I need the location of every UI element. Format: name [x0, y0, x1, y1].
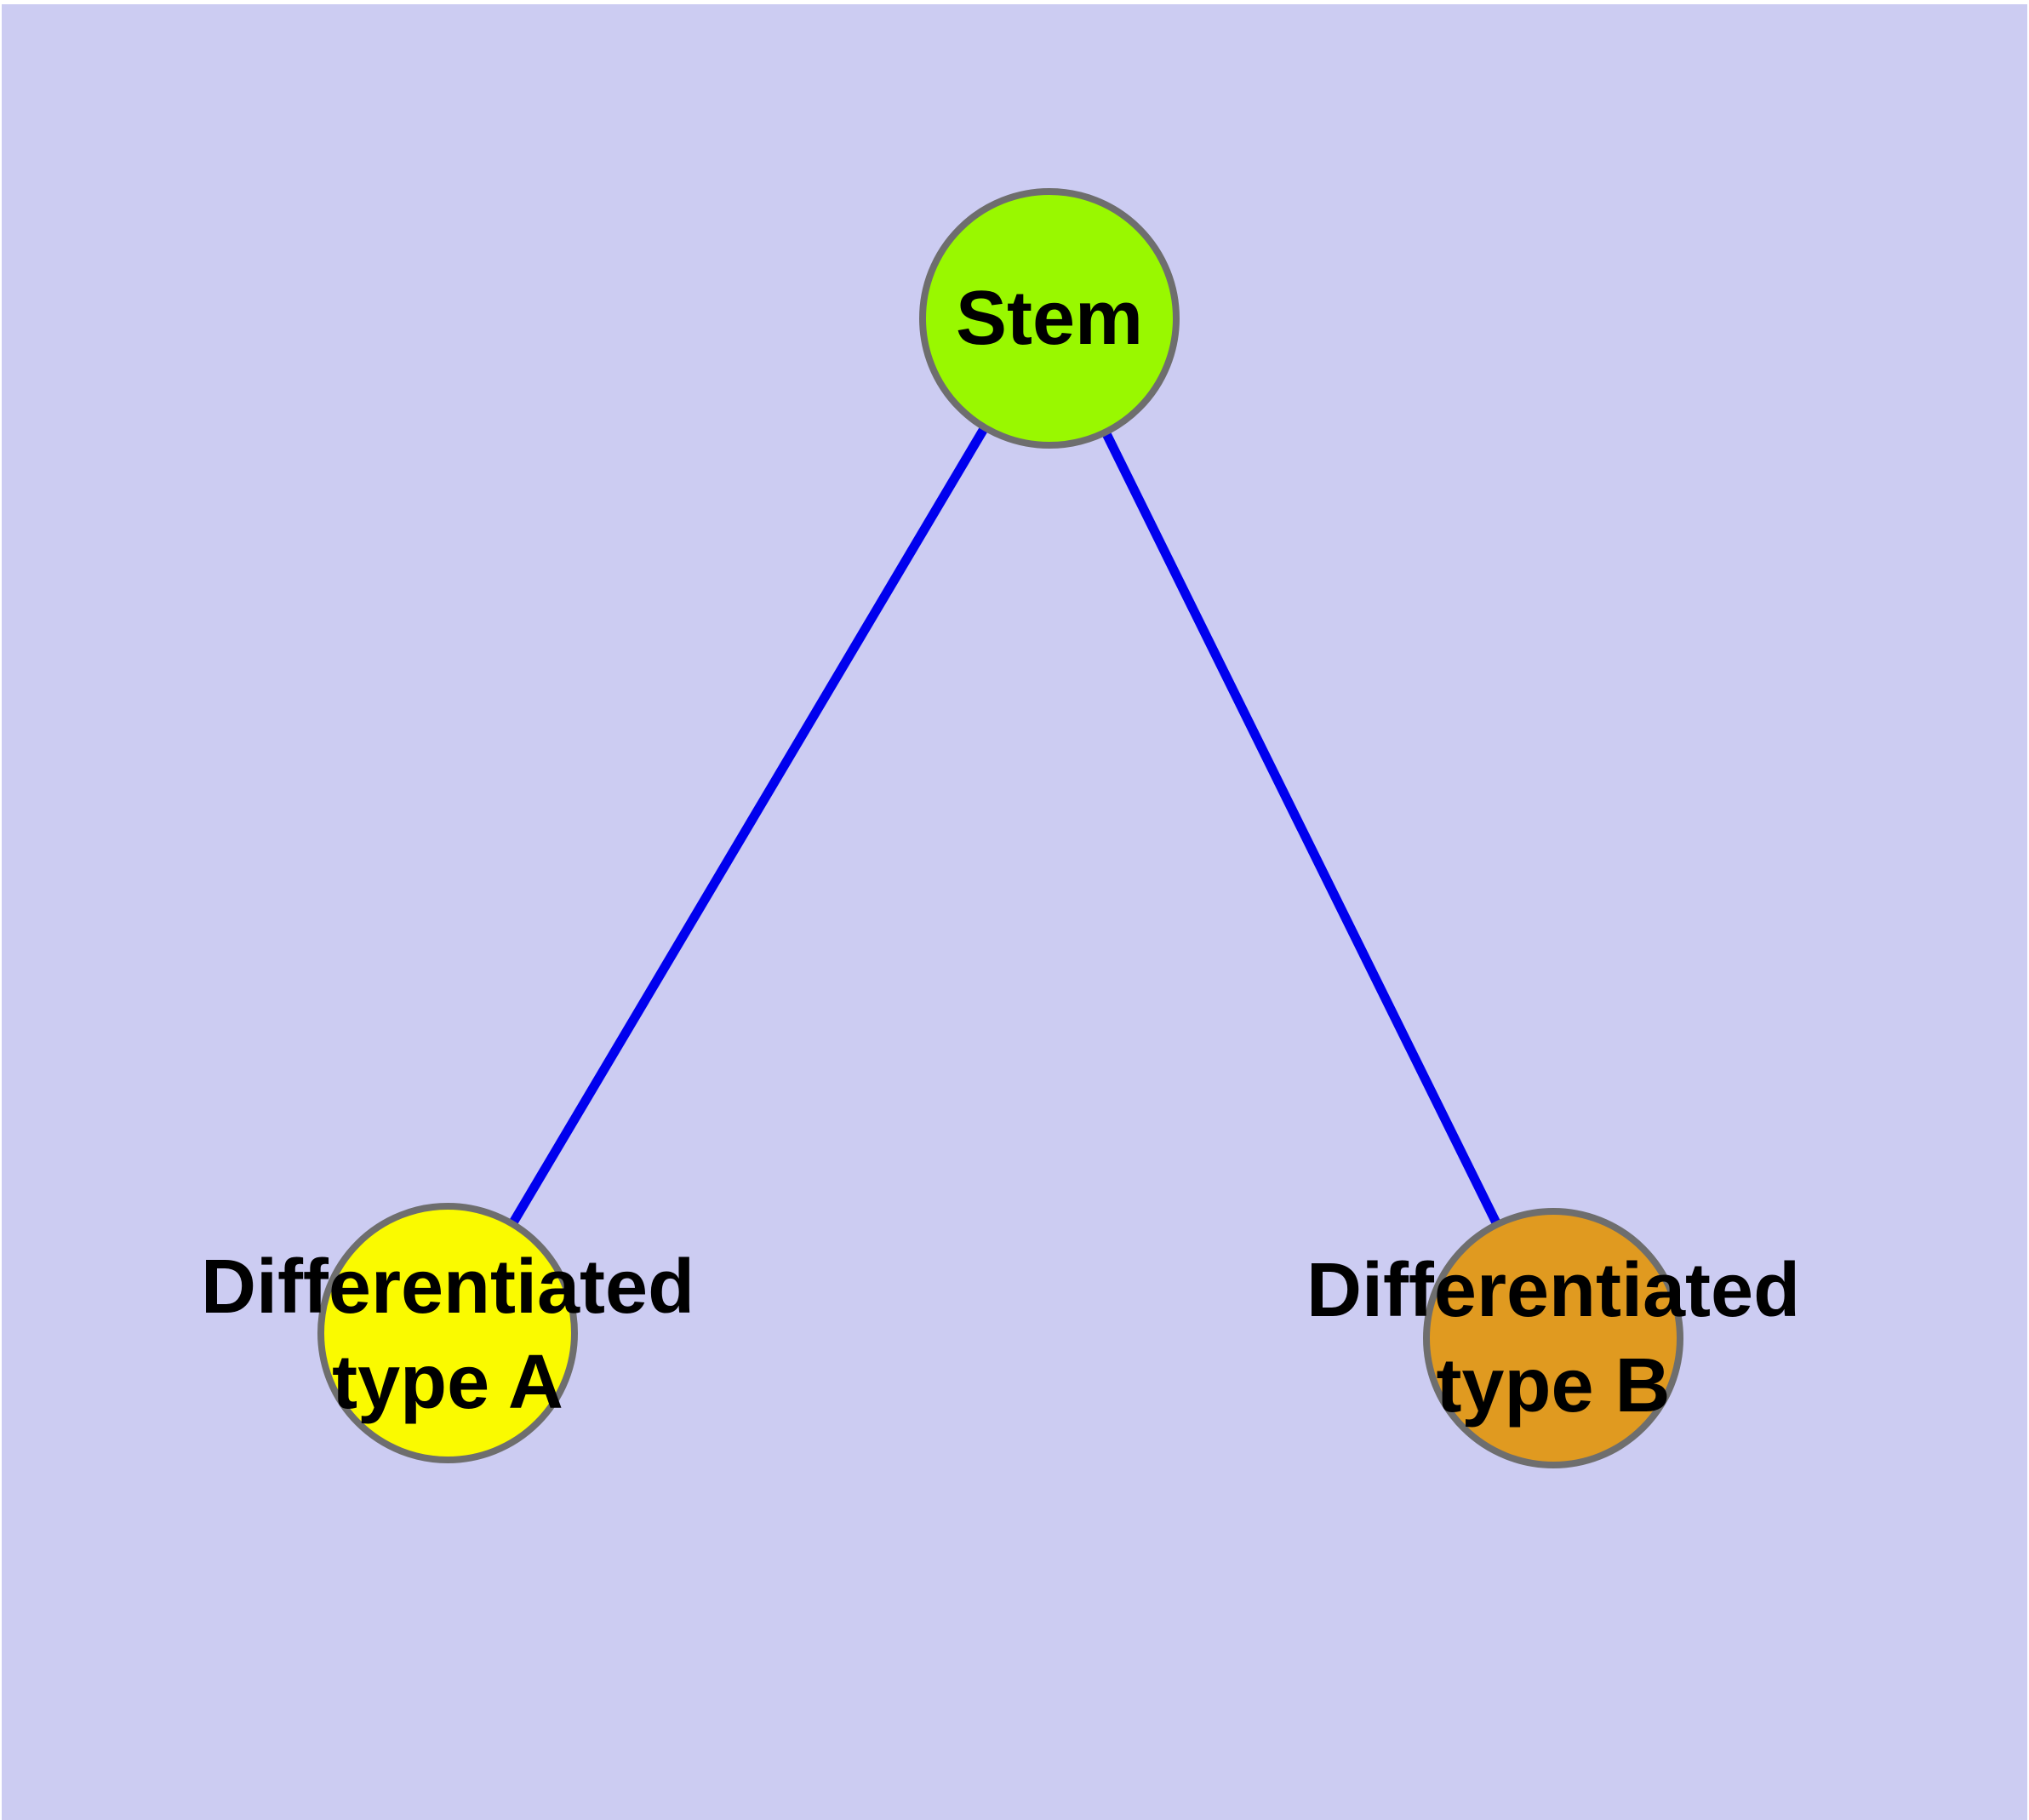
node-typeB-circle [1423, 1208, 1683, 1468]
node-stem-label: Stem [955, 276, 1144, 361]
node-typeA-label: Differentiated type A [201, 1239, 694, 1430]
edge-stem-to-typeA [443, 316, 1054, 1336]
node-typeA-label-line1: Differentiated [200, 1245, 695, 1330]
node-typeA-circle [317, 1203, 578, 1463]
node-stem-circle [919, 188, 1180, 449]
node-typeB-label-line2: type B [1436, 1343, 1671, 1428]
node-typeB-label-line1: Differentiated [1306, 1248, 1801, 1333]
node-typeB-label: Differentiated type B [1306, 1243, 1800, 1434]
node-typeA-label-line2: type A [332, 1340, 563, 1425]
edge-stem-to-typeB [1045, 316, 1557, 1341]
